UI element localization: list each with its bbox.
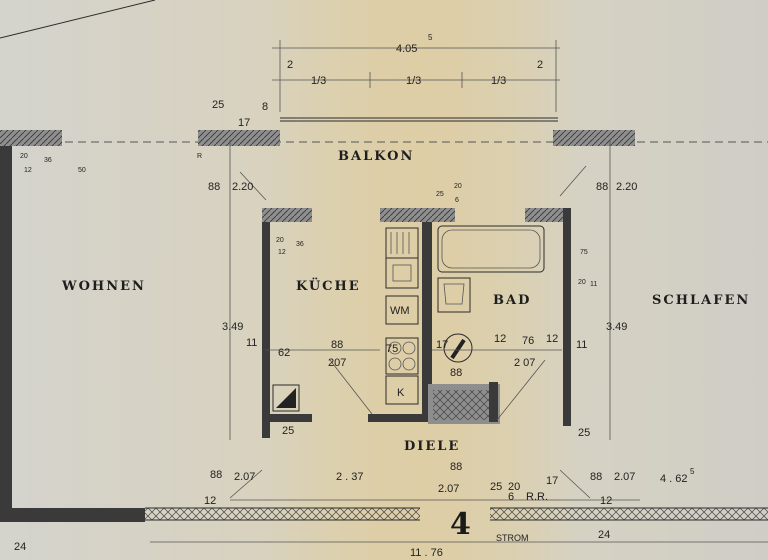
note-kueche-20: 20	[276, 237, 284, 244]
dim-12-bad: 12	[494, 333, 506, 345]
note-wohnen-50: 50	[78, 167, 86, 174]
room-wohnen: WOHNEN	[61, 279, 146, 294]
dim-349-right: 3.49	[606, 321, 627, 333]
outer-wall-bottom-left	[0, 508, 145, 522]
note-wohnen-12: 12	[24, 167, 32, 174]
dim-25-rr: 25	[490, 481, 502, 493]
dim-88-left: 88	[208, 181, 220, 193]
dim-overall: 11 . 76	[410, 547, 443, 559]
dim-25-r: 25	[578, 427, 590, 439]
label-rr: R.R.	[526, 491, 548, 503]
room-diele: DIELE	[404, 439, 460, 454]
floor-hatch-bottom	[145, 508, 420, 520]
dim-12-br: 12	[600, 495, 612, 507]
shaft	[433, 390, 493, 420]
edge-line	[0, 0, 156, 39]
dim-220-left: 2.20	[232, 181, 253, 193]
dim-220-right: 2.20	[616, 181, 637, 193]
dim-207-br: 2.07	[614, 471, 635, 483]
dim-20-r: 20	[508, 481, 520, 493]
dim-third-1: 1/3	[311, 75, 326, 87]
dim-edge-right: 2	[537, 59, 543, 71]
dim-88-k: 88	[331, 339, 343, 351]
note-wohnen-20: 20	[20, 153, 28, 160]
kueche-bad-wall	[422, 222, 432, 417]
note-top-25: 25	[436, 191, 444, 198]
kueche-wall-left	[262, 208, 270, 438]
dim-12-bl: 12	[204, 495, 216, 507]
dim-balkon-width-sup: 5	[428, 33, 433, 42]
dim-207-bl: 2.07	[234, 471, 255, 483]
dim-24-right: 24	[598, 529, 610, 541]
dim-third-2: 1/3	[406, 75, 421, 87]
dim-11-right: 11	[576, 339, 587, 351]
dim-75: 75	[386, 343, 398, 355]
room-balkon: BALKON	[338, 149, 414, 164]
dim-17-rr: 17	[546, 475, 558, 487]
note-top-6: 6	[455, 197, 459, 204]
dim-88-br: 88	[590, 471, 602, 483]
dim-24-left: 24	[14, 541, 26, 553]
kueche-wall-bottom	[270, 414, 312, 422]
dim-12-r: 12	[546, 333, 558, 345]
fridge	[385, 375, 419, 405]
dim-25-diele: 25	[282, 425, 294, 437]
dim-11-left: 11	[246, 337, 257, 349]
note-kueche-36: 36	[296, 241, 304, 248]
note-wohnen-36: 36	[44, 157, 52, 164]
dim-207-bad: 2 07	[514, 357, 535, 369]
note-bad-75: 75	[580, 249, 588, 256]
dim-62: 62	[278, 347, 290, 359]
dim-349-left: 3.49	[222, 321, 243, 333]
toilet	[443, 333, 473, 363]
inner-wall-bottom	[368, 414, 428, 422]
dim-8: 8	[262, 101, 268, 113]
note-top-20: 20	[454, 183, 462, 190]
dim-17-bad: 17	[436, 339, 448, 351]
label-k: K	[397, 387, 405, 399]
dim-88-right: 88	[596, 181, 608, 193]
dim-balkon-width: 4.05	[396, 43, 417, 55]
floor-hatch-bottom-right	[490, 508, 768, 520]
note-bad-11: 11	[590, 281, 597, 288]
dim-edge-left: 2	[287, 59, 293, 71]
dim-462-sup: 5	[690, 467, 695, 476]
dim-25-top: 25	[212, 99, 224, 111]
label-strom: STROM	[496, 533, 529, 543]
room-bad: BAD	[493, 293, 531, 308]
label-wm: WM	[390, 305, 410, 317]
marker-r: R	[197, 153, 202, 160]
dim-17: 17	[238, 117, 250, 129]
dim-207-diele: 2.07	[438, 483, 459, 495]
bad-wall-bottom	[489, 382, 498, 422]
dim-third-3: 1/3	[491, 75, 506, 87]
dim-6-r: 6	[508, 491, 514, 503]
note-kueche-12: 12	[278, 249, 286, 256]
dim-88-bad: 88	[450, 367, 462, 379]
dim-237: 2 . 37	[336, 471, 364, 483]
dim-207-k: 207	[328, 357, 346, 369]
dim-76: 76	[522, 335, 534, 347]
note-bad-20: 20	[578, 279, 586, 286]
dim-88-bl: 88	[210, 469, 222, 481]
stove-symbol	[272, 384, 300, 412]
unit-number: 4	[450, 507, 471, 542]
room-schlafen: SCHLAFEN	[652, 293, 750, 308]
outer-wall-left	[0, 146, 12, 514]
room-kueche: KÜCHE	[296, 277, 361, 294]
bad-wall-right	[563, 208, 571, 426]
dim-462: 4 . 62	[660, 473, 688, 485]
washing-machine	[385, 295, 419, 325]
cooker	[385, 257, 419, 289]
fridge-area	[385, 337, 419, 375]
dim-88-diele: 88	[450, 461, 462, 473]
bathtub	[437, 225, 545, 273]
washbasin	[437, 277, 471, 313]
